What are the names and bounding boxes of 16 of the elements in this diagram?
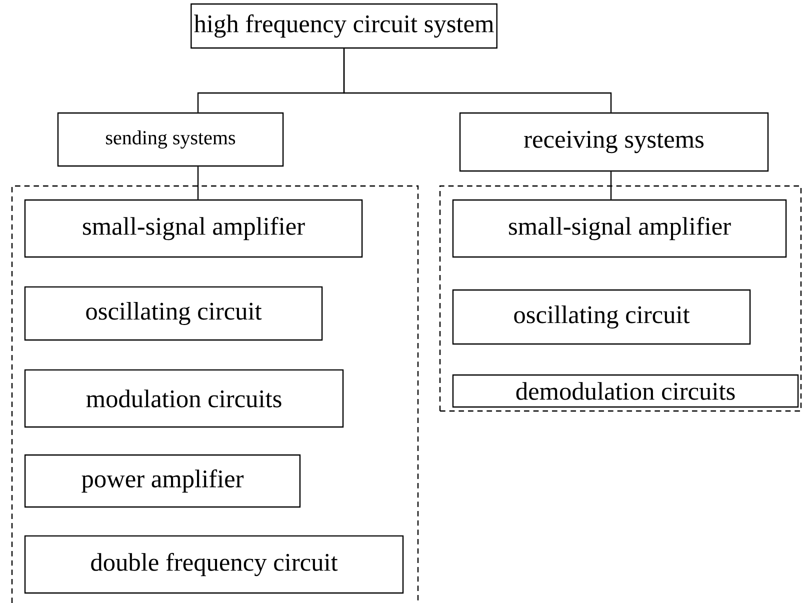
connector-line [610, 172, 612, 200]
circuit-box: double frequency circuit [24, 535, 404, 594]
system-box: high frequency circuit system [190, 3, 498, 49]
circuit-box: oscillating circuit [452, 289, 751, 345]
dashed-group-frame [11, 185, 419, 603]
circuit-box: demodulation circuits [452, 374, 799, 408]
circuit-box: small-signal amplifier [452, 199, 787, 258]
system-box: receiving systems [459, 112, 769, 172]
circuit-box: small-signal amplifier [24, 199, 363, 258]
connector-line [343, 48, 612, 112]
circuit-box: modulation circuits [24, 369, 344, 428]
dashed-group-frame [439, 185, 802, 412]
system-box: sending systems [57, 112, 284, 167]
connector-line [197, 166, 199, 200]
circuit-box: power amplifier [24, 454, 301, 508]
circuit-box: oscillating circuit [24, 286, 323, 341]
